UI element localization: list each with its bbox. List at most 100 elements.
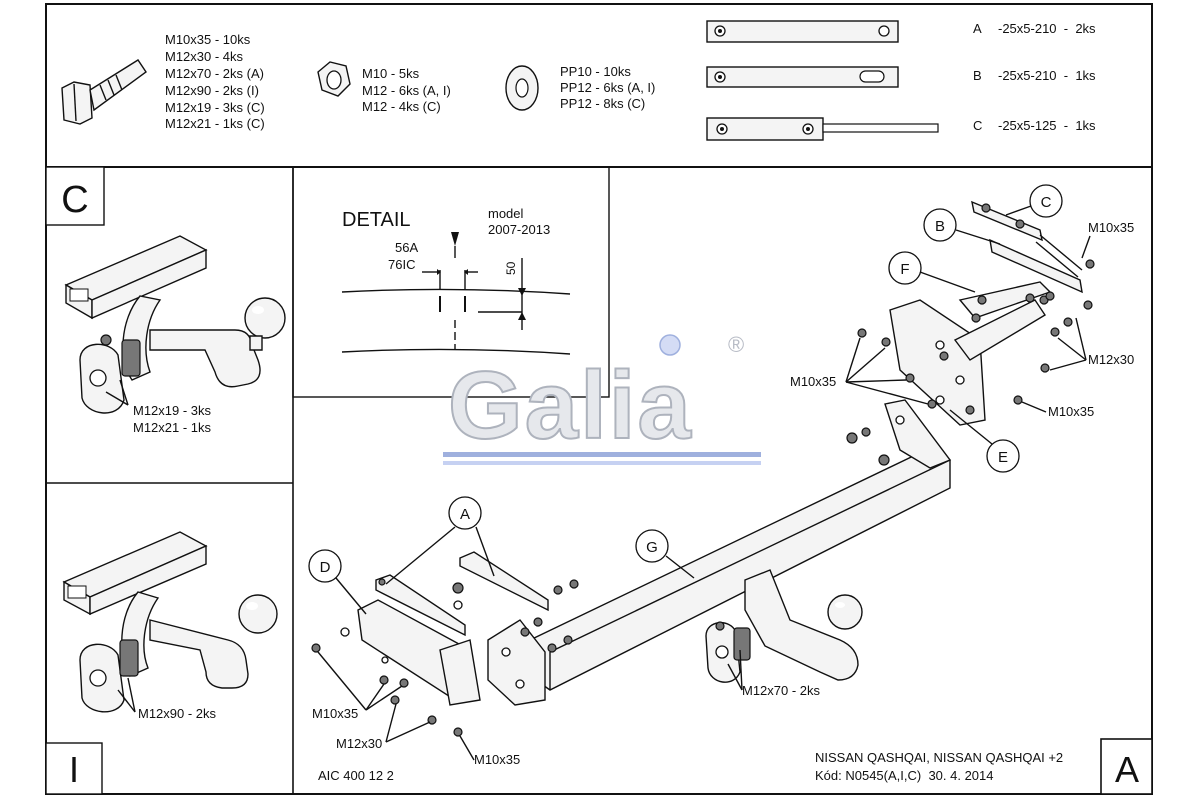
bolt-list-line: M12x30 - 4ks [165,49,244,64]
washer-icon [505,65,539,111]
registered-mark: ® [728,332,744,357]
fastener-label: M10x35 [1088,220,1134,235]
washer-list: PP10 - 10ks PP12 - 6ks (A, I) PP12 - 8ks… [560,64,655,111]
washer-list-line: PP10 - 10ks [560,64,631,79]
label-m10x35-left: M10x35 [790,337,929,405]
plate-b-drawing [706,66,899,88]
leader-line [105,391,129,406]
fastener-label: M12x70 - 2ks [742,683,821,698]
fastener-group-right [846,259,1095,466]
fastener-label: M12x30 [336,736,382,751]
callout-letter: B [935,218,945,235]
panel-c-label: M12x19 - 3ks [133,403,212,418]
plate-b-letter: B [973,68,982,83]
callout-letter: C [1041,194,1052,211]
fastener-label: M10x35 [1048,404,1094,419]
detail-dimension: 50 [504,261,518,275]
right-bracket-f [953,281,1052,361]
callout-a: A [385,496,495,585]
logo-underline [443,461,761,465]
product-code: AIC 400 12 2 [318,768,394,783]
plate-c-spec: -25x5-125 - 1ks [998,118,1096,133]
panel-c-letter: C [61,179,88,221]
washer-list-line: PP12 - 6ks (A, I) [560,80,655,95]
callout-f: F [888,251,976,293]
detail-model-years: 2007-2013 [488,222,550,237]
label-m10x35-bl: M10x35 [312,651,403,721]
plate-a-part [375,551,549,637]
callout-letter: F [900,261,909,278]
nut-icon [317,61,351,97]
vehicle-name: NISSAN QASHQAI, NISSAN QASHQAI +2 [815,750,1063,765]
plate-c-part [971,200,1083,278]
detail-code: 56A [395,240,418,255]
callout-c: C [1005,184,1063,218]
fastener-label: M10x35 [790,374,836,389]
plate-b-spec: -25x5-210 - 1ks [998,68,1096,83]
crossbar-tube [62,531,208,616]
panel-i-label: M12x90 - 2ks [138,706,217,721]
detail-model-label: model [488,206,524,221]
callout-letter: E [998,449,1008,466]
label-m10x35-bottom: M10x35 [459,735,520,767]
detail-title: DETAIL [342,209,411,231]
bolt-list: M10x35 - 10ks M12x30 - 4ks M12x70 - 2ks … [165,32,265,131]
label-m10x35-right: M10x35 [1021,401,1094,419]
corner-letter-box [1100,738,1153,795]
callout-letter: A [460,506,470,523]
plate-c-drawing [706,117,939,141]
panel-c: C M12x19 - 3ks M12x21 - 1ks [45,166,286,435]
main-crossbar-g [487,399,952,706]
leader-line [117,689,136,713]
bolt-list-line: M12x21 - 1ks (C) [165,116,265,131]
label-m12x30-bl: M12x30 [336,703,431,751]
label-m12x70: M12x70 - 2ks [727,649,821,698]
towbar-assembly [79,591,278,713]
detail-drawing: DETAIL model 2007-2013 56A 76IC 50 [341,206,571,355]
washer-list-line: PP12 - 8ks (C) [560,96,645,111]
label-m12x30-right: M12x30 [1049,317,1134,371]
bolt-list-line: M12x90 - 2ks (I) [165,83,259,98]
bolt-list-line: M10x35 - 10ks [165,32,251,47]
bolt-list-line: M12x70 - 2ks (A) [165,66,264,81]
fastener-label: M12x30 [1088,352,1134,367]
left-bracket-d [357,599,481,706]
detail-code: 76IC [388,257,415,272]
plate-a-letter: A [973,21,982,36]
plate-a-drawing [706,20,899,43]
nut-list-line: M12 - 4ks (C) [362,99,441,114]
callout-letter: D [320,559,331,576]
galia-logo: Galia ® [443,332,761,465]
leader-line [127,677,136,713]
panel-i-letter: I [69,749,79,790]
brand-wordmark: Galia [448,352,693,459]
bolt-list-line: M12x19 - 3ks (C) [165,100,265,115]
logo-underline [443,452,761,457]
callout-g: G [635,529,695,579]
main-towbar-ball [705,569,863,683]
panel-c-label: M12x21 - 1ks [133,420,212,435]
plate-c-letter: C [973,118,982,133]
plate-a-spec: -25x5-210 - 2ks [998,21,1096,36]
callout-e: E [949,409,1020,473]
panel-i: I M12x90 - 2ks [45,531,278,795]
logo-dot [659,334,681,356]
right-bracket-e [889,299,986,426]
sheet-frame [45,3,1153,795]
callout-b: B [923,208,1001,245]
kod-line: Kód: N0545(A,I,C) 30. 4. 2014 [815,768,994,783]
fastener-label: M10x35 [312,706,358,721]
leader-line [119,379,129,406]
plate-b-part [989,238,1083,294]
nut-list-line: M10 - 5ks [362,66,420,81]
callout-d: D [308,549,367,615]
nut-list-line: M12 - 6ks (A, I) [362,83,451,98]
corner-letter: A [1115,749,1139,790]
label-m10x35-top: M10x35 [1081,220,1134,259]
crossbar-tube [64,235,208,320]
detail-box [292,166,610,398]
bolt-icon [61,59,147,125]
callout-letter: G [646,539,658,556]
fastener-label: M10x35 [474,752,520,767]
